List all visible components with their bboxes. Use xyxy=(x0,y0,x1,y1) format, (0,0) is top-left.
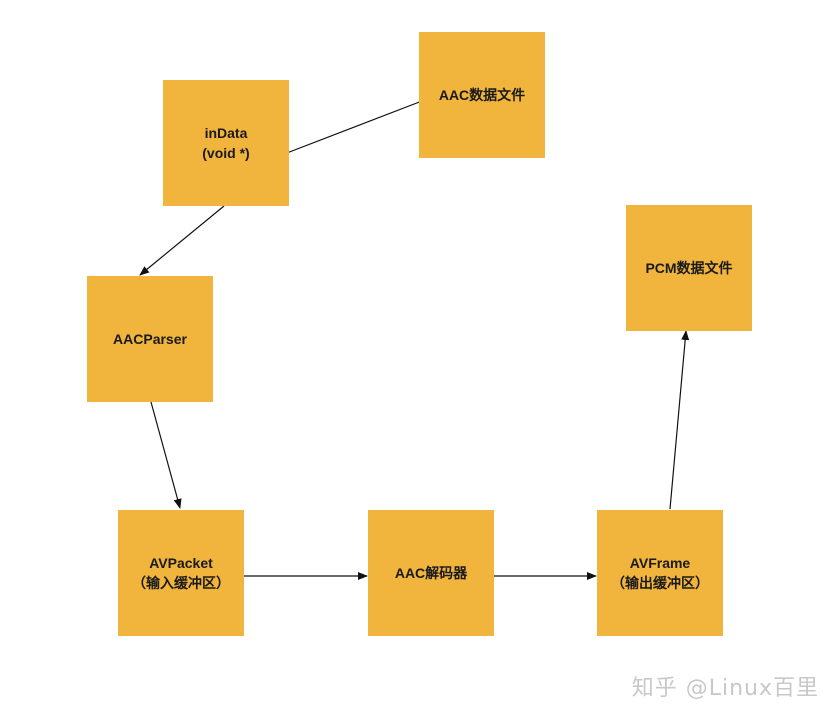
node-aac-decoder-label: AAC解码器 xyxy=(394,565,468,581)
node-indata-type: (void *) xyxy=(202,145,250,161)
node-aac-decoder: AAC解码器 xyxy=(368,510,494,636)
watermark: 知乎 @Linux百里 xyxy=(631,676,819,701)
edge-aac-file-to-indata xyxy=(278,100,423,157)
edge-indata-to-aacparser xyxy=(139,205,225,276)
node-aacparser: AACParser xyxy=(87,276,213,402)
node-avframe: AVFrame （输出缓冲区） xyxy=(597,510,723,636)
node-avpacket-sublabel: （输入缓冲区） xyxy=(132,575,230,591)
node-avframe-sublabel: （输出缓冲区） xyxy=(611,575,709,591)
node-avpacket-label: AVPacket xyxy=(149,555,213,571)
edge-aacparser-to-avpacket xyxy=(150,401,182,509)
node-indata-label: inData xyxy=(204,125,248,141)
node-indata: inData (void *) xyxy=(163,80,289,206)
node-pcm-data-file: PCM数据文件 xyxy=(626,205,752,331)
node-pcm-data-file-label: PCM数据文件 xyxy=(645,260,733,276)
node-aacparser-label: AACParser xyxy=(113,331,187,347)
node-aac-data-file-label: AAC数据文件 xyxy=(438,87,526,103)
node-avpacket: AVPacket （输入缓冲区） xyxy=(118,510,244,636)
node-avframe-label: AVFrame xyxy=(629,555,691,571)
node-aac-data-file: AAC数据文件 xyxy=(419,32,545,158)
edge-avframe-to-pcm-file xyxy=(669,330,690,510)
